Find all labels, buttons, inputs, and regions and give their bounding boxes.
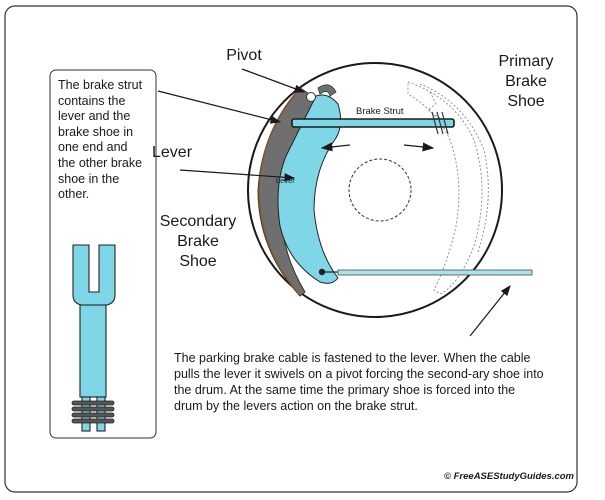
lever-label: Lever — [152, 144, 193, 161]
secondary-shoe-label: Secondary Brake Shoe — [150, 212, 246, 272]
brake-strut-inline-label: Brake Strut — [356, 106, 404, 117]
secondary-shoe-label-line-2: Brake — [177, 233, 219, 250]
copyright-text: © FreeASEStudyGuides.com — [443, 471, 574, 482]
strut-motion-arrow-right — [403, 142, 435, 152]
lever-inline-label: Lever — [276, 176, 295, 185]
strut-body — [79, 304, 107, 398]
primary-shoe-label-line-1: Primary — [498, 53, 554, 70]
strut-note-text: The brake strut contains the lever and t… — [58, 78, 143, 202]
primary-shoe-label-line-2: Brake — [505, 73, 547, 90]
pivot-pin — [306, 92, 316, 102]
cable-attach-point — [318, 268, 326, 276]
strut-fork-head — [72, 244, 116, 336]
primary-brake-shoe — [407, 81, 489, 295]
strut-detail-drawing — [71, 244, 116, 432]
strut-motion-arrow-left — [320, 142, 351, 152]
cable-pointer-arrow — [469, 285, 511, 337]
secondary-shoe-label-line-1: Secondary — [159, 213, 237, 230]
pivot-pointer-arrow — [241, 68, 306, 93]
parking-brake-cable — [337, 269, 533, 276]
wheel-hub — [348, 158, 412, 222]
lever-pointer-arrow — [179, 169, 296, 182]
caption-text: The parking brake cable is fastened to t… — [174, 351, 544, 413]
note-pointer-arrow — [157, 90, 282, 124]
pivot-hook — [317, 84, 337, 97]
primary-shoe-label: Primary Brake Shoe — [484, 52, 568, 112]
secondary-shoe-label-line-3: Shoe — [179, 253, 217, 270]
brake-strut-bar — [291, 118, 455, 128]
strut-spring — [71, 400, 115, 424]
primary-shoe-label-line-3: Shoe — [507, 93, 545, 110]
strut-adjuster-spring — [431, 111, 449, 135]
pivot-label: Pivot — [226, 47, 262, 64]
